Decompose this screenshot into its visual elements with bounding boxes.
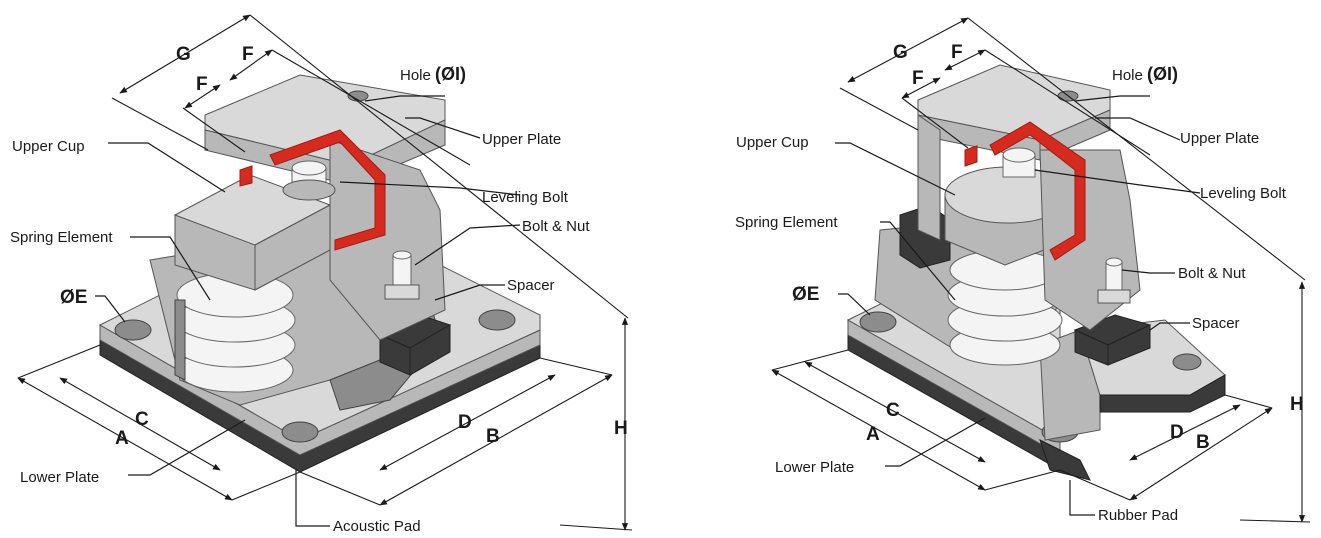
- right-spacer-label: Spacer: [1192, 315, 1240, 332]
- left-pad-label: Acoustic Pad: [333, 518, 421, 535]
- svg-text:Hole (ØI): Hole (ØI): [1112, 64, 1178, 84]
- left-dimension-lines: [17, 14, 633, 531]
- right-upper-plate: [917, 64, 1141, 331]
- left-leveling-bolt: [282, 160, 336, 201]
- right-pad-label: Rubber Pad: [1098, 507, 1178, 524]
- left-labels: Hole (ØI) Upper Plate Upper Cup Leveling…: [10, 44, 628, 535]
- right-dim-f-lower: F: [912, 68, 924, 89]
- left-hole-symbol: (ØI): [435, 64, 466, 84]
- left-spacer-label: Spacer: [507, 277, 555, 294]
- left-spring-element-label: Spring Element: [10, 229, 113, 246]
- right-hole-label: Hole: [1112, 67, 1147, 84]
- right-bolt-nut: [1097, 257, 1131, 304]
- right-dim-h: H: [1290, 394, 1304, 415]
- left-mount: [98, 74, 541, 473]
- right-dim-a: A: [866, 424, 880, 445]
- left-bolt-nut: [384, 250, 420, 300]
- left-dim-f-top: F: [242, 44, 254, 65]
- right-upper-cup: [944, 166, 1072, 266]
- right-leveling-bolt: [1002, 147, 1036, 178]
- right-dim-g: G: [893, 42, 908, 63]
- left-dim-a: A: [115, 428, 129, 449]
- right-dim-d: D: [1170, 422, 1184, 443]
- left-dim-h: H: [614, 418, 628, 439]
- left-upper-cup-label: Upper Cup: [12, 138, 85, 155]
- left-dim-b: B: [486, 426, 500, 447]
- left-leveling-bolt-label: Leveling Bolt: [482, 189, 569, 206]
- left-upper-plate-label: Upper Plate: [482, 131, 561, 148]
- right-upper-cup-label: Upper Cup: [736, 134, 809, 151]
- left-cutaway-section: [269, 129, 386, 251]
- right-spring-element: [947, 249, 1063, 366]
- left-dim-c: C: [135, 409, 149, 430]
- left-dim-g: G: [176, 44, 191, 65]
- right-upper-plate-label: Upper Plate: [1180, 130, 1259, 147]
- right-cutaway-section: [989, 121, 1086, 261]
- right-leveling-bolt-label: Leveling Bolt: [1200, 185, 1287, 202]
- right-spring-element-label: Spring Element: [735, 214, 838, 231]
- right-dim-b: B: [1196, 432, 1210, 453]
- left-diam-e-label: ØE: [60, 287, 87, 308]
- left-dim-f-lower: F: [196, 74, 208, 95]
- left-spring-element: [174, 272, 296, 393]
- left-lower-plate-label: Lower Plate: [20, 469, 99, 486]
- right-dim-c: C: [886, 400, 900, 421]
- left-hole-label: Hole: [400, 67, 435, 84]
- right-spacer: [1073, 314, 1152, 366]
- left-dim-d: D: [458, 412, 472, 433]
- svg-text:Hole (ØI): Hole (ØI): [400, 64, 466, 84]
- right-labels: Hole (ØI) Upper Plate Upper Cup Leveling…: [735, 42, 1304, 524]
- right-diam-e-label: ØE: [792, 284, 819, 305]
- left-bolt-nut-label: Bolt & Nut: [522, 218, 590, 235]
- right-hole-symbol: (ØI): [1147, 64, 1178, 84]
- right-dimension-lines: [771, 17, 1311, 523]
- right-bolt-nut-label: Bolt & Nut: [1178, 265, 1246, 282]
- right-lower-plate-label: Lower Plate: [775, 459, 854, 476]
- right-dim-f-top: F: [951, 42, 963, 63]
